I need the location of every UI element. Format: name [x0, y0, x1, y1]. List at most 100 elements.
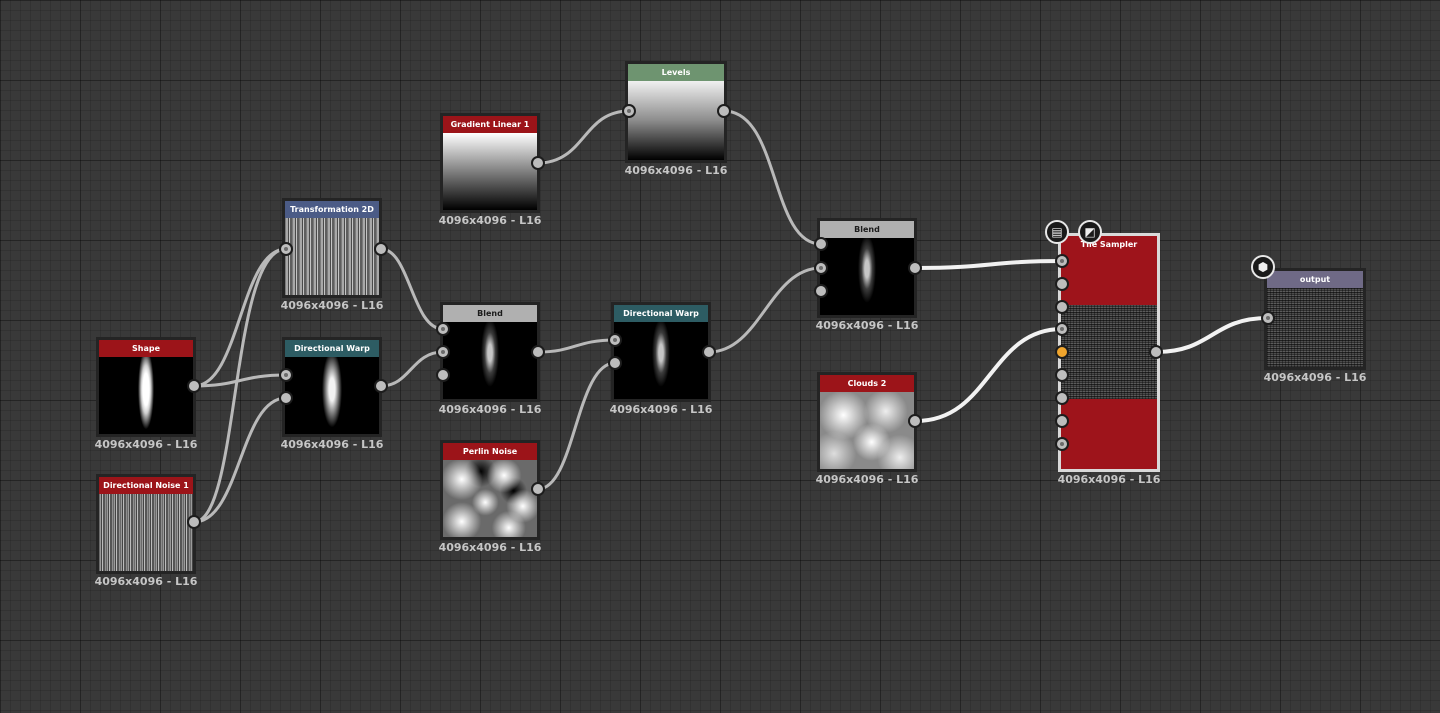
wire-blend1-to-warp2[interactable]: [538, 340, 615, 352]
node-preview: [628, 81, 724, 160]
node-blend-1[interactable]: Blend 4096x4096 - L16: [440, 302, 540, 402]
input-port[interactable]: [436, 368, 450, 382]
wire-shape-to-warp1[interactable]: [194, 375, 286, 386]
node-title: Directional Noise 1: [99, 477, 193, 494]
input-port[interactable]: [608, 333, 622, 347]
node-shape[interactable]: Shape 4096x4096 - L16: [96, 337, 196, 437]
output-port[interactable]: [531, 156, 545, 170]
cube-icon[interactable]: ⬢: [1251, 255, 1275, 279]
node-tile-sampler[interactable]: Tile Sampler 4096x4096 - L16: [1058, 233, 1160, 472]
node-resolution: 4096x4096 - L16: [255, 299, 409, 312]
node-preview: [1061, 253, 1157, 469]
node-preview: [614, 322, 708, 399]
node-levels[interactable]: Levels 4096x4096 - L16: [625, 61, 727, 163]
wire-noise-to-transform[interactable]: [194, 249, 286, 522]
node-resolution: 4096x4096 - L16: [413, 214, 567, 227]
input-port[interactable]: [1055, 300, 1069, 314]
output-port[interactable]: [531, 482, 545, 496]
node-directional-warp-2[interactable]: Directional Warp 4096x4096 - L16: [611, 302, 711, 402]
document-icon[interactable]: ▤: [1045, 220, 1069, 244]
wire-noise-to-warp1[interactable]: [194, 398, 286, 522]
input-port[interactable]: [1055, 414, 1069, 428]
input-port[interactable]: [814, 284, 828, 298]
node-clouds-2[interactable]: Clouds 2 4096x4096 - L16: [817, 372, 917, 472]
output-port[interactable]: [908, 261, 922, 275]
output-port[interactable]: [717, 104, 731, 118]
input-port[interactable]: [1055, 391, 1069, 405]
input-port[interactable]: [814, 237, 828, 251]
input-port[interactable]: [436, 322, 450, 336]
input-port[interactable]: [814, 261, 828, 275]
input-port[interactable]: [1055, 322, 1069, 336]
node-resolution: 4096x4096 - L16: [790, 319, 944, 332]
input-port[interactable]: [1055, 368, 1069, 382]
node-resolution: 4096x4096 - L16: [413, 541, 567, 554]
node-preview: [820, 238, 914, 315]
node-resolution: 4096x4096 - L16: [1237, 371, 1393, 384]
node-preview-noise: [1061, 305, 1157, 399]
node-preview: [443, 322, 537, 399]
node-resolution: 4096x4096 - L16: [69, 575, 223, 588]
node-directional-warp-1[interactable]: Directional Warp 4096x4096 - L16: [282, 337, 382, 437]
node-gradient-linear-1[interactable]: Gradient Linear 1 4096x4096 - L16: [440, 113, 540, 213]
wire-gradient-to-levels[interactable]: [538, 111, 629, 163]
node-preview: [99, 357, 193, 434]
wire-blend2-to-tilesampler[interactable]: [916, 261, 1062, 268]
checker-icon[interactable]: ◩: [1078, 220, 1102, 244]
node-title: Shape: [99, 340, 193, 357]
output-port[interactable]: [531, 345, 545, 359]
input-port[interactable]: [1261, 311, 1275, 325]
output-port[interactable]: [374, 379, 388, 393]
node-preview: [1267, 288, 1363, 367]
node-preview: [285, 218, 379, 295]
node-preview: [820, 392, 914, 469]
node-title: Transformation 2D: [285, 201, 379, 218]
node-title: output: [1267, 271, 1363, 288]
wire-levels-to-blend2[interactable]: [724, 111, 821, 244]
node-output[interactable]: output 4096x4096 - L16: [1264, 268, 1366, 370]
output-port[interactable]: [908, 414, 922, 428]
output-port[interactable]: [702, 345, 716, 359]
output-port[interactable]: [187, 379, 201, 393]
input-port[interactable]: [279, 368, 293, 382]
node-directional-noise-1[interactable]: Directional Noise 1 4096x4096 - L16: [96, 474, 196, 574]
node-resolution: 4096x4096 - L16: [598, 164, 754, 177]
input-port[interactable]: [622, 104, 636, 118]
input-port[interactable]: [279, 242, 293, 256]
node-title: Clouds 2: [820, 375, 914, 392]
wire-warp1-to-blend1[interactable]: [381, 352, 443, 386]
node-resolution: 4096x4096 - L16: [584, 403, 738, 416]
node-resolution: 4096x4096 - L16: [1031, 473, 1187, 486]
wire-transform-to-blend1[interactable]: [381, 249, 443, 329]
wire-perlin-to-warp2[interactable]: [538, 363, 615, 489]
node-resolution: 4096x4096 - L16: [69, 438, 223, 451]
node-title: Tile Sampler: [1061, 236, 1157, 253]
node-title: Blend: [443, 305, 537, 322]
node-preview: [285, 357, 379, 434]
output-port[interactable]: [374, 242, 388, 256]
node-transformation-2d[interactable]: Transformation 2D 4096x4096 - L16: [282, 198, 382, 298]
node-title: Directional Warp: [614, 305, 708, 322]
wire-tilesampler-to-output[interactable]: [1156, 318, 1268, 352]
input-port-active[interactable]: [1055, 345, 1069, 359]
input-port[interactable]: [1055, 277, 1069, 291]
input-port[interactable]: [436, 345, 450, 359]
node-title: Levels: [628, 64, 724, 81]
node-title: Blend: [820, 221, 914, 238]
wire-clouds-to-tilesampler[interactable]: [916, 329, 1062, 421]
input-port[interactable]: [279, 391, 293, 405]
wire-warp2-to-blend2[interactable]: [709, 268, 821, 352]
input-port[interactable]: [1055, 437, 1069, 451]
node-title: Directional Warp: [285, 340, 379, 357]
input-port[interactable]: [608, 356, 622, 370]
output-port[interactable]: [187, 515, 201, 529]
node-blend-2[interactable]: Blend 4096x4096 - L16: [817, 218, 917, 318]
output-port[interactable]: [1149, 345, 1163, 359]
input-port[interactable]: [1055, 254, 1069, 268]
node-resolution: 4096x4096 - L16: [255, 438, 409, 451]
node-perlin-noise[interactable]: Perlin Noise 4096x4096 - L16: [440, 440, 540, 540]
node-title: Perlin Noise: [443, 443, 537, 460]
node-resolution: 4096x4096 - L16: [790, 473, 944, 486]
wire-shape-to-transform[interactable]: [194, 249, 286, 386]
